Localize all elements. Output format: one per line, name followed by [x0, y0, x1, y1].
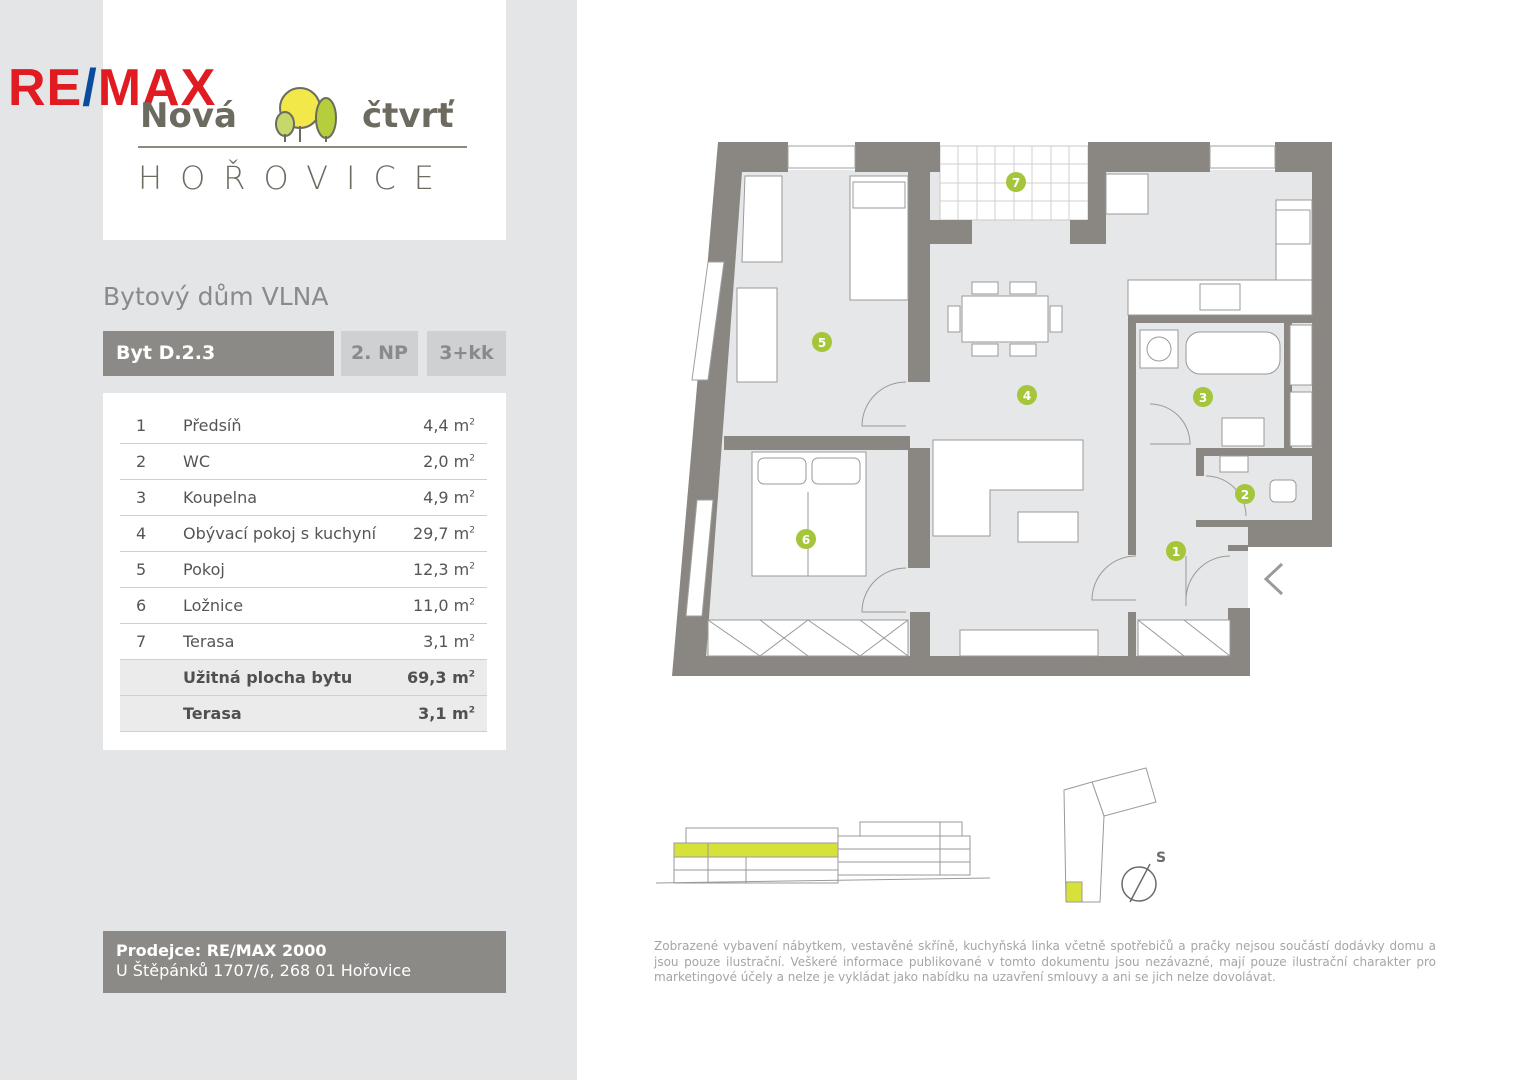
floor-badge: 2. NP: [341, 331, 418, 376]
compass-icon: S: [1121, 850, 1166, 903]
project-name-word2: čtvrť: [362, 96, 454, 136]
seller-address: U Štěpánků 1707/6, 268 01 Hořovice: [116, 961, 412, 980]
terrace-total-row: Terasa 3,1 m2: [120, 696, 487, 732]
entrance-chevron-icon: [1263, 562, 1284, 596]
seller-name: Prodejce: RE/MAX 2000: [116, 941, 327, 960]
windows: [787, 145, 1276, 169]
room-row: 3 Koupelna 4,9 m2: [120, 480, 487, 516]
svg-text:3: 3: [1199, 391, 1207, 405]
room-row: 7 Terasa 3,1 m2: [120, 624, 487, 660]
trees-logo-icon: [275, 87, 337, 142]
logo-divider: [138, 146, 467, 148]
unit-id-badge: Byt D.2.3: [103, 331, 334, 376]
total-area-row: Užitná plocha bytu 69,3 m2: [120, 660, 487, 696]
room-row: 2 WC 2,0 m2: [120, 444, 487, 480]
room-row: 5 Pokoj 12,3 m2: [120, 552, 487, 588]
svg-text:1: 1: [1172, 545, 1180, 559]
svg-text:S: S: [1156, 850, 1166, 866]
floor-area: [706, 170, 1312, 658]
walls: [672, 142, 1332, 676]
site-diagram: S: [655, 767, 1166, 903]
svg-text:2: 2: [1241, 488, 1249, 502]
building-elevation: [655, 821, 991, 884]
seller-box: Prodejce: RE/MAX 2000 U Štěpánků 1707/6,…: [103, 931, 506, 993]
city-name: HOŘOVICE: [138, 159, 452, 197]
furniture: [707, 173, 1313, 657]
room-markers: 1 2 3 4 5 6 7: [796, 172, 1255, 561]
svg-text:7: 7: [1012, 176, 1020, 190]
building-title: Bytový dům VLNA: [103, 282, 329, 311]
project-name-word1: Nová: [140, 96, 237, 136]
window-left-lower: [685, 499, 714, 617]
svg-text:6: 6: [802, 533, 810, 547]
floor-plan: 1 2 3 4 5 6 7: [672, 142, 1332, 676]
disclaimer: Zobrazené vybavení nábytkem, vestavěné s…: [654, 939, 1436, 984]
remax-logo: RE/MAX: [8, 59, 217, 117]
unit-type-badge: 3+kk: [427, 331, 506, 376]
svg-text:5: 5: [818, 336, 826, 350]
svg-text:4: 4: [1023, 389, 1031, 403]
room-row: 1 Předsíň 4,4 m2: [120, 408, 487, 444]
room-row: 4 Obývací pokoj s kuchyní 29,7 m2: [120, 516, 487, 552]
room-row: 6 Ložnice 11,0 m2: [120, 588, 487, 624]
window-left-upper: [691, 261, 725, 381]
room-table: 1 Předsíň 4,4 m2 2 WC 2,0 m2 3 Koupelna …: [103, 393, 506, 750]
site-plan: [1063, 767, 1157, 903]
